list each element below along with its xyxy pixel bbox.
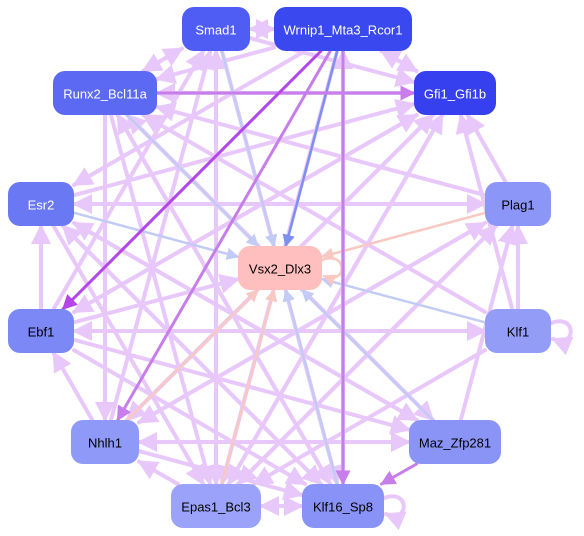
node-box (485, 309, 551, 353)
node-box (485, 182, 551, 226)
edge-ebf1-to-klf16_sp8 (72, 348, 307, 486)
edge-epas1_bcl3-to-gfi1_gfi1b (226, 113, 445, 486)
edge-klf1-to-vsx2_dlx3 (320, 275, 487, 324)
node-label: Maz_Zfp281 (419, 436, 491, 451)
node-label: Vsx2_Dlx3 (249, 262, 311, 277)
edge-klf1-to-runx2_bcl11a (141, 113, 487, 314)
node-label: Esr2 (28, 198, 55, 213)
node-label: Plag1 (501, 198, 534, 213)
node-maz-zfp281[interactable]: Maz_Zfp281 (409, 420, 501, 464)
edge-runx2_bcl11a-to-smad1 (141, 46, 184, 73)
edge-plag1-to-runx2_bcl11a (155, 102, 487, 198)
node-ebf1[interactable]: Ebf1 (8, 309, 74, 353)
edge-maz_zfp281-to-klf16_sp8 (380, 462, 418, 486)
node-box (409, 420, 501, 464)
node-label: Wrnip1_Mta3_Rcor1 (284, 23, 403, 38)
edge-nhlh1-to-vsx2_dlx3 (125, 288, 260, 422)
node-label: Nhlh1 (88, 436, 122, 451)
node-box (302, 484, 384, 528)
node-plag1[interactable]: Plag1 (485, 182, 551, 226)
edge-nhlh1-to-klf16_sp8 (137, 449, 304, 500)
node-gfi1-gfi1b[interactable]: Gfi1_Gfi1b (414, 71, 496, 115)
edge-klf16_sp8-to-vsx2_dlx3 (282, 288, 339, 486)
edge-klf16_sp8-to-runx2_bcl11a (115, 113, 333, 486)
edge-ebf1-to-vsx2_dlx3 (72, 274, 240, 325)
node-box (8, 182, 74, 226)
node-label: Runx2_Bcl11a (63, 87, 147, 102)
edge-wrnip1_mta3_rcor1-to-vsx2_dlx3 (282, 49, 339, 248)
node-box (238, 246, 322, 290)
edge-ebf1-to-gfi1_gfi1b (72, 113, 419, 314)
edge-vsx2_dlx3-to-vsx2_dlx3 (320, 257, 343, 287)
edge-esr2-to-vsx2_dlx3 (72, 211, 240, 260)
node-label: Epas1_Bcl3 (181, 500, 250, 515)
node-esr2[interactable]: Esr2 (8, 182, 74, 226)
edge-plag1-to-vsx2_dlx3 (320, 211, 487, 260)
node-label: Ebf1 (28, 325, 55, 340)
node-wrnip1-mta3-rcor1[interactable]: Wrnip1_Mta3_Rcor1 (274, 7, 412, 51)
node-box (8, 309, 74, 353)
node-label: Klf16_Sp8 (313, 500, 373, 515)
node-label: Klf1 (507, 325, 529, 340)
edge-gfi1_gfi1b-to-wrnip1_mta3_rcor1 (379, 49, 419, 73)
node-smad1[interactable]: Smad1 (182, 7, 250, 51)
node-box (274, 7, 412, 51)
node-box (71, 420, 139, 464)
node-box (171, 484, 261, 528)
node-box (182, 7, 250, 51)
edge-maz_zfp281-to-esr2 (72, 221, 419, 422)
node-label: Smad1 (195, 23, 236, 38)
edge-wrnip1_mta3_rcor1-to-ebf1 (61, 49, 323, 311)
edge-wrnip1_mta3_rcor1-to-nhlh1 (116, 49, 332, 422)
edge-klf16_sp8-to-klf16_sp8 (382, 494, 407, 531)
edge-plag1-to-gfi1_gfi1b (465, 113, 508, 184)
node-runx2-bcl11a[interactable]: Runx2_Bcl11a (53, 71, 157, 115)
node-epas1-bcl3[interactable]: Epas1_Bcl3 (171, 484, 261, 528)
edge-smad1-to-vsx2_dlx3 (220, 49, 278, 248)
edge-epas1_bcl3-to-vsx2_dlx3 (220, 288, 278, 486)
node-klf1[interactable]: Klf1 (485, 309, 551, 353)
edge-klf1-to-epas1_bcl3 (252, 348, 487, 486)
edge-nhlh1-to-ebf1 (51, 351, 95, 422)
edge-wrnip1_mta3_rcor1-to-esr2 (72, 49, 307, 187)
node-label: Gfi1_Gfi1b (424, 87, 486, 102)
edge-esr2-to-gfi1_gfi1b (72, 99, 416, 198)
edge-maz_zfp281-to-vsx2_dlx3 (300, 288, 435, 422)
edge-nhlh1-to-plag1 (137, 221, 487, 425)
node-vsx2-dlx3[interactable]: Vsx2_Dlx3 (238, 246, 322, 290)
node-box (53, 71, 157, 115)
edges-layer (31, 19, 574, 531)
edge-epas1_bcl3-to-nhlh1 (137, 459, 180, 486)
node-box (414, 71, 496, 115)
edge-klf1-to-klf1 (549, 319, 574, 356)
node-klf16-sp8[interactable]: Klf16_Sp8 (302, 484, 384, 528)
node-nhlh1[interactable]: Nhlh1 (71, 420, 139, 464)
